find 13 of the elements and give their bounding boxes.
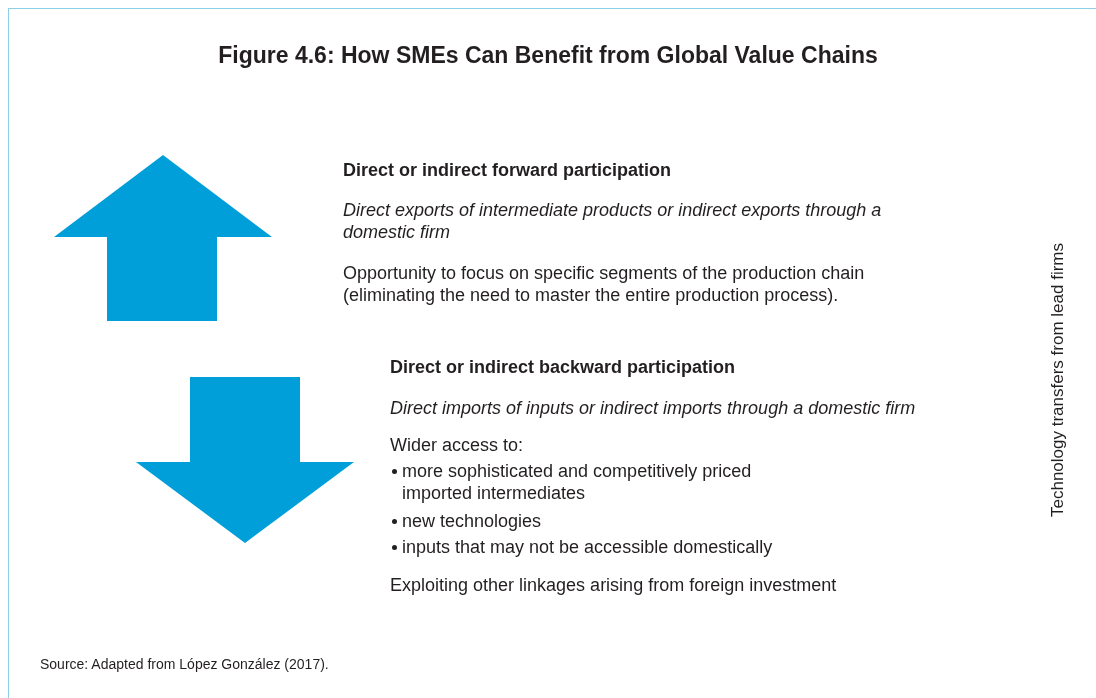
section-heading: Direct or indirect forward participation <box>343 159 673 181</box>
list-item: new technologies <box>402 510 543 532</box>
description-text: Direct imports of inputs or indirect imports through a domestic firm <box>390 397 917 419</box>
body-text: Exploiting other linkages arising from foreign investment <box>390 574 838 596</box>
body-text: Wider access to: <box>390 434 525 456</box>
side-text: Technology transfers from lead firms <box>1048 243 1068 517</box>
figure-title: Figure 4.6: How SMEs Can Benefit from Global Value Chains <box>217 42 879 69</box>
section-heading: Direct or indirect backward participation <box>390 356 737 378</box>
source-note: Source: Adapted from López González (2017). <box>40 656 329 672</box>
description-text: Direct exports of intermediate products or indirect exports through a domestic firm <box>343 199 883 243</box>
body-text: Opportunity to focus on specific segments of the production chain (eliminating the need to master the entire production process). <box>343 262 866 306</box>
list-item: inputs that may not be accessible domestically <box>402 536 774 558</box>
list-item: more sophisticated and competitively priced imported intermediates <box>402 460 753 504</box>
